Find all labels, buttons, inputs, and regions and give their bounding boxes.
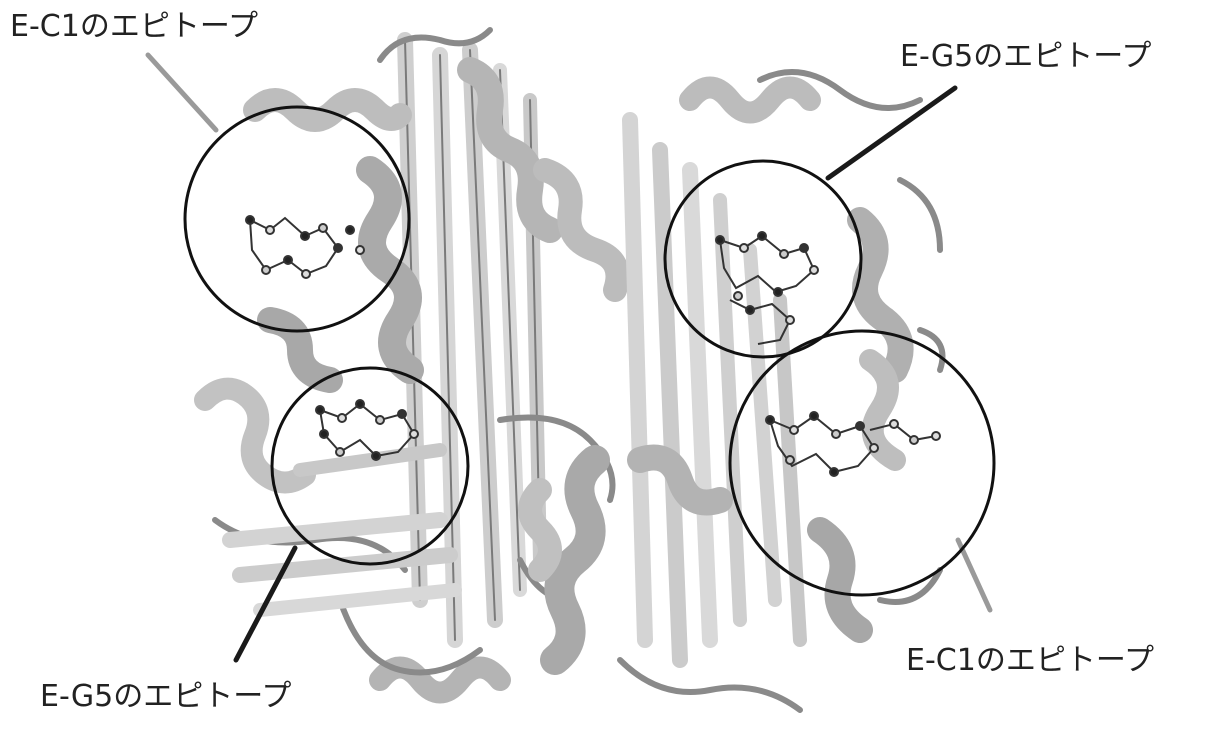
- callout-line-top-left: [148, 55, 216, 130]
- callout-line-top-right: [828, 88, 955, 178]
- right-protein-ribbon: [530, 72, 943, 710]
- label-e-c1-epitope-top-left: E-C1のエピトープ: [10, 12, 258, 42]
- label-e-g5-epitope-top-right: E-G5のエピトープ: [900, 42, 1151, 72]
- label-e-c1-epitope-bottom-right: E-C1のエピトープ: [906, 646, 1154, 676]
- label-e-g5-epitope-bottom-left: E-G5のエピトープ: [40, 682, 291, 712]
- epitope-atoms-1: [246, 216, 364, 278]
- right-beta-sheet: [630, 120, 800, 660]
